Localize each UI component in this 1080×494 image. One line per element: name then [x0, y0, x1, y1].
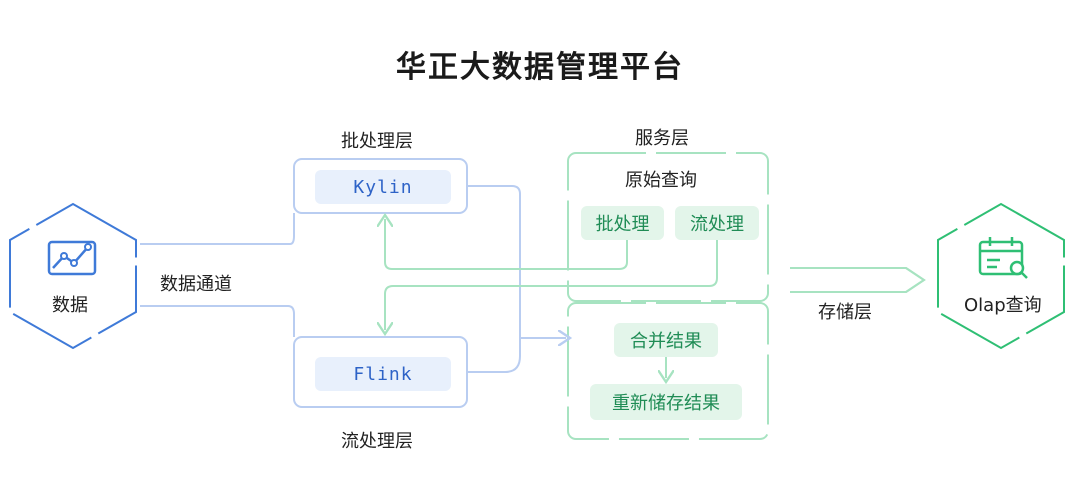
- batch-query-node: 批处理: [581, 206, 664, 240]
- storage-arrow: [790, 267, 926, 293]
- channel-line-upper: [140, 213, 295, 245]
- page-title: 华正大数据管理平台: [396, 50, 684, 85]
- stream-layer-label: 流处理层: [341, 431, 413, 452]
- chart-icon: [47, 240, 97, 276]
- target-label: Olap查询: [964, 295, 1042, 316]
- batch-to-service-line: [467, 185, 566, 338]
- channel-label: 数据通道: [160, 274, 232, 295]
- stream-query-feedback-line: [385, 240, 718, 330]
- target-hexagon: [937, 202, 1065, 350]
- raw-query-label: 原始查询: [625, 170, 697, 191]
- stream-query-node: 流处理: [675, 206, 759, 240]
- service-box-upper: [567, 152, 769, 302]
- stream-to-service-line: [467, 338, 521, 373]
- batch-query-feedback-line: [385, 219, 628, 270]
- storage-layer-label: 存储层: [818, 302, 872, 323]
- kylin-node: Kylin: [315, 170, 451, 204]
- source-label: 数据: [52, 295, 88, 316]
- service-layer-label: 服务层: [635, 128, 689, 149]
- calendar-search-icon: [978, 237, 1028, 279]
- batch-layer-label: 批处理层: [341, 131, 413, 152]
- restore-results-node: 重新储存结果: [590, 384, 742, 420]
- source-hexagon: [9, 202, 137, 350]
- service-box-lower: [567, 302, 769, 440]
- channel-line-lower: [140, 305, 295, 337]
- flink-node: Flink: [315, 357, 451, 391]
- merge-results-node: 合并结果: [614, 323, 718, 357]
